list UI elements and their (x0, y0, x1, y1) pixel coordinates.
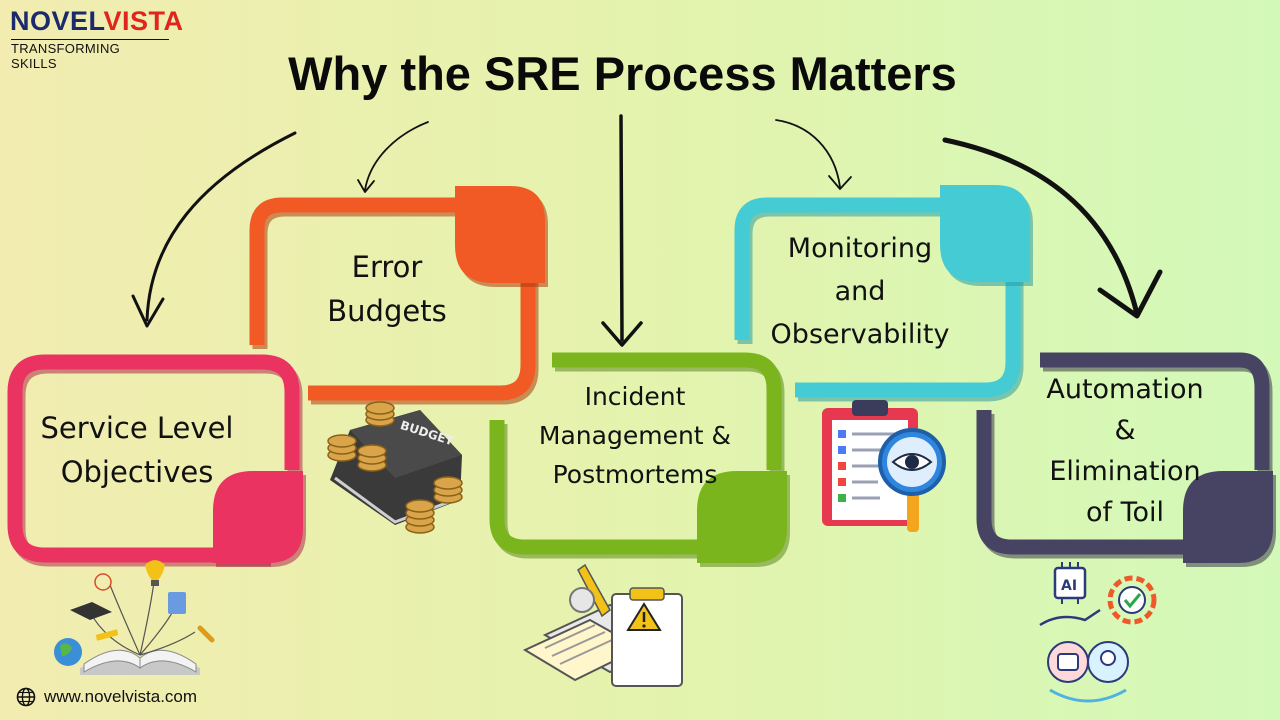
footer: www.novelvista.com (16, 686, 197, 708)
step-incident-shape (489, 352, 790, 567)
brand-tagline: TRANSFORMING SKILLS (11, 39, 169, 71)
brand-logo: NOVELVISTA (10, 6, 184, 36)
logo-novel: NOVEL (10, 6, 104, 36)
step-label-line: Elimination (1049, 456, 1201, 487)
incident-report-icon (522, 563, 683, 687)
arrow-to-slo (145, 131, 297, 322)
step-error-budgets-shape (249, 186, 548, 405)
step-label-line: Objectives (60, 455, 214, 489)
ai-automation-icon: AI (1039, 562, 1157, 703)
step-slo-shape (7, 354, 306, 567)
step-label-line: & (1114, 415, 1136, 446)
step-label-error-budgets: Error Budgets (292, 245, 482, 333)
step-label-line: Service Level (40, 411, 234, 445)
globe-icon (16, 687, 36, 707)
step-label-line: Observability (770, 319, 950, 350)
website-link[interactable]: www.novelvista.com (44, 687, 198, 706)
clipboard-eye-icon (822, 400, 946, 532)
arrow-to-incident-head (601, 321, 643, 347)
step-label-automation: Automation & Elimination of Toil (1030, 369, 1220, 533)
step-label-line: Budgets (327, 294, 447, 328)
step-label-incident: Incident Management & Postmortems (500, 377, 770, 494)
arrow-to-automation (942, 137, 1139, 313)
arrow-to-slo-head (131, 294, 165, 328)
arrow-to-monitoring (775, 119, 841, 188)
step-label-line: of Toil (1085, 497, 1165, 528)
ai-chip-label: AI (1061, 578, 1077, 594)
step-monitoring-shape (734, 185, 1033, 402)
arrow-to-monitoring-head (828, 175, 852, 190)
arrow-to-error-budgets (364, 121, 429, 191)
step-label-line: Postmortems (552, 460, 718, 489)
step-label-line: Management & (538, 421, 732, 450)
budget-book-icon: BUDGET (327, 401, 463, 534)
step-label-line: Error (351, 250, 423, 284)
arrow-to-error-budgets-head (357, 179, 375, 193)
step-label-line: Automation (1046, 374, 1204, 405)
step-automation-shape (976, 352, 1276, 567)
step-label-line: and (834, 276, 886, 307)
page-title: Why the SRE Process Matters (288, 47, 957, 100)
step-label-line: Incident (584, 382, 686, 411)
education-book-icon (54, 560, 215, 675)
arrow-to-incident (619, 114, 624, 342)
step-label-line: Monitoring (787, 233, 933, 264)
logo-vista: VISTA (103, 6, 184, 36)
arrow-to-automation-head (1097, 269, 1163, 319)
flow-arrows (131, 114, 1163, 347)
step-label-monitoring: Monitoring and Observability (755, 227, 965, 356)
step-label-slo: Service Level Objectives (22, 406, 252, 494)
